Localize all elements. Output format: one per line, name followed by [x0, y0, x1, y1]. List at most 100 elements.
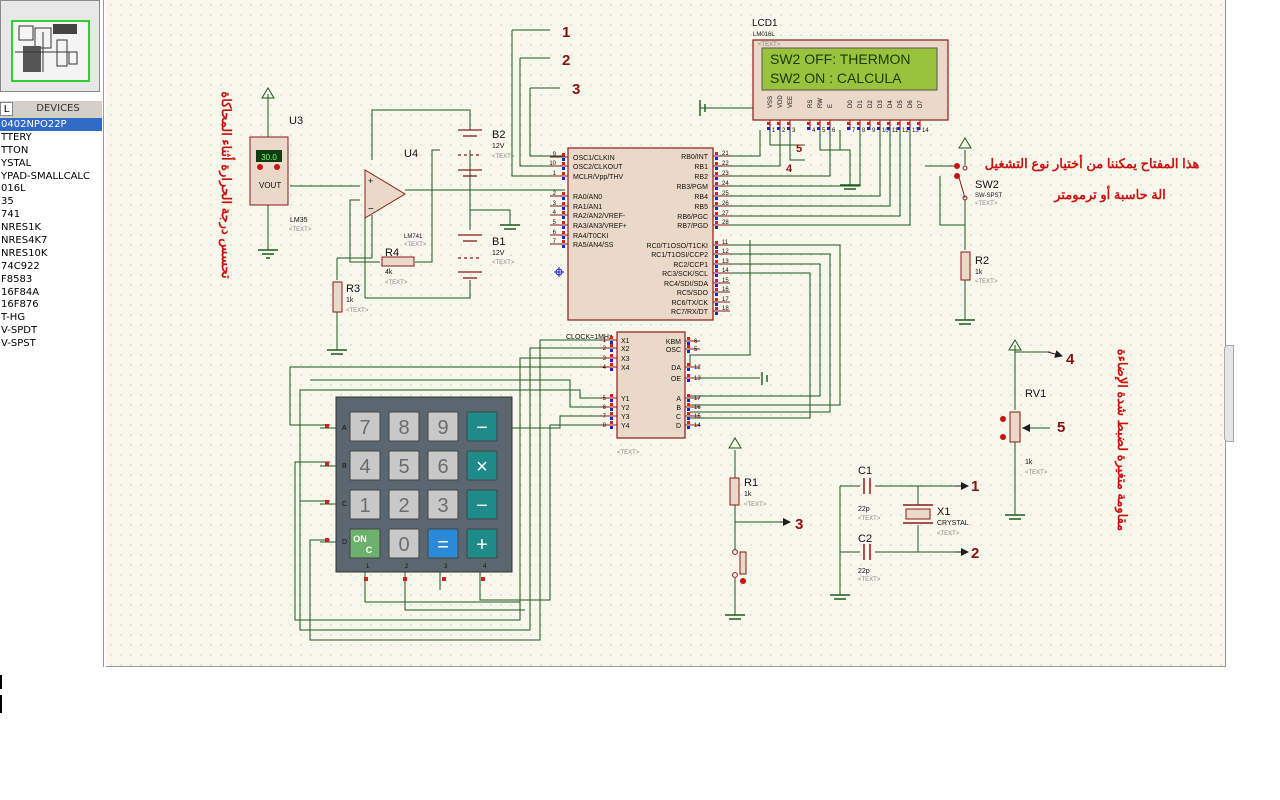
encoder-pin-name: OE — [671, 376, 681, 383]
svg-text:4: 4 — [786, 163, 793, 175]
keypad-key[interactable]: × — [466, 450, 498, 481]
encoder-pin-number: 17 — [694, 396, 701, 402]
mcu-pin-number: 24 — [722, 181, 729, 187]
svg-text:5: 5 — [796, 143, 802, 155]
svg-text:<TEXT>: <TEXT> — [346, 308, 369, 314]
mcu-pin-name: RC1/T1OSI/CCP2 — [651, 252, 708, 259]
pushbutton-reset[interactable] — [732, 549, 747, 584]
pic16f876-mcu[interactable]: OSC1/CLKIN9OSC2/CLKOUT10MCLR/Vpp/THV1RA0… — [549, 147, 730, 321]
keypad-key[interactable]: − — [466, 411, 498, 442]
svg-text:3: 3 — [572, 81, 580, 98]
device-list-item[interactable]: 35 — [1, 196, 14, 208]
keypad-col-label: 2 — [405, 564, 409, 570]
overview-viewport-frame[interactable] — [11, 20, 90, 82]
resistor-r4[interactable] — [381, 256, 415, 267]
lcd-pin-number: 7 — [852, 128, 856, 134]
device-list-item[interactable]: 16F84A — [1, 286, 40, 298]
svg-text:<TEXT>: <TEXT> — [744, 502, 767, 508]
keypad-row-label: A — [342, 425, 347, 432]
u3-part: LM35 — [290, 217, 308, 224]
tab-devices[interactable]: DEVICES — [15, 102, 101, 116]
tab-pick[interactable]: L — [0, 102, 13, 116]
potentiometer-rv1[interactable] — [1000, 411, 1040, 443]
mcu-pin-name: RA4/T0CKI — [573, 233, 608, 240]
resistor-r3[interactable] — [332, 281, 343, 313]
lm35-sensor[interactable]: 30.0 VOUT — [249, 136, 289, 206]
device-list-item[interactable]: 0402NPO22P — [0, 118, 102, 131]
lcd-pin-name: D3 — [878, 100, 884, 108]
switch-sw2[interactable] — [954, 163, 968, 201]
keypad-key[interactable]: + — [466, 528, 498, 559]
lcd-pin-number: 6 — [832, 128, 836, 134]
lcd-module[interactable]: SW2 OFF: THERMON SW2 ON : CALCULA VSS1VD… — [752, 39, 949, 134]
lcd-pin-name: VEE — [788, 96, 794, 108]
keypad-key[interactable]: ONC — [349, 528, 381, 559]
encoder-text-tag: <TEXT> — [617, 450, 640, 456]
device-list-item[interactable]: NRES10K — [1, 247, 48, 259]
keypad-key[interactable]: 5 — [388, 450, 420, 481]
keypad-key[interactable]: 3 — [427, 489, 459, 520]
svg-text:−: − — [368, 204, 374, 215]
mcu-pins: OSC1/CLKIN9OSC2/CLKOUT10MCLR/Vpp/THV1RA0… — [549, 151, 730, 316]
device-list-item[interactable]: YSTAL — [1, 157, 32, 169]
device-list-item[interactable]: V-SPST — [1, 338, 36, 350]
temp-up-button[interactable] — [274, 164, 280, 170]
keypad-key-label: + — [476, 534, 488, 556]
battery-b1[interactable] — [458, 234, 482, 279]
keypad-key[interactable]: − — [466, 489, 498, 520]
device-list-item[interactable]: NRES1K — [1, 222, 42, 234]
device-list-item[interactable]: TTERY — [1, 131, 32, 143]
crystal-x1[interactable] — [903, 504, 933, 524]
overview-window[interactable] — [0, 0, 100, 92]
grounds — [258, 100, 1025, 620]
temp-down-button[interactable] — [257, 164, 263, 170]
device-list-item[interactable]: YPAD-SMALLCALC — [1, 170, 90, 182]
mcu-pin-name: MCLR/Vpp/THV — [573, 174, 624, 181]
resistor-r2[interactable] — [960, 251, 971, 281]
encoder-pin-number: 5 — [603, 396, 607, 402]
mcu-pin-number: 5 — [553, 220, 557, 226]
lm741-opamp[interactable]: + − — [364, 169, 406, 219]
capacitor-c1[interactable] — [863, 478, 871, 494]
encoder-pin-name: Y2 — [621, 405, 630, 412]
keypad-key[interactable]: 4 — [349, 450, 381, 481]
lcd-pin-name: D7 — [918, 100, 924, 108]
battery-b2[interactable] — [458, 129, 482, 177]
lcd-pin-number: 3 — [792, 128, 796, 134]
keypad-key[interactable]: 1 — [349, 489, 381, 520]
capacitor-c2[interactable] — [863, 544, 871, 560]
encoder-pin-name: B — [676, 405, 681, 412]
encoder-pin-number: 2 — [603, 346, 607, 352]
device-list-item[interactable]: 741 — [1, 209, 21, 221]
device-list-item[interactable]: V-SPDT — [1, 325, 38, 337]
keypad-key[interactable]: = — [427, 528, 459, 559]
device-list-item[interactable]: T-HG — [1, 312, 26, 324]
keypad-key-label: C — [366, 545, 373, 555]
keypad-key-label: 7 — [359, 417, 370, 439]
keypad-key[interactable]: 2 — [388, 489, 420, 520]
device-list-item[interactable]: NRES4K7 — [1, 235, 48, 247]
keypad-key-label: = — [437, 534, 449, 556]
keypad-key[interactable]: 7 — [349, 411, 381, 442]
schematic-svg[interactable]: SW2 OFF: THERMON SW2 ON : CALCULA VSS1VD… — [106, 0, 1226, 667]
device-list-item[interactable]: TTON — [1, 144, 29, 156]
device-list-item[interactable]: 16F876 — [1, 299, 39, 311]
svg-text:3: 3 — [795, 516, 803, 533]
resistor-r1[interactable] — [729, 477, 740, 506]
right-panel-handle[interactable] — [1224, 345, 1234, 442]
encoder-pin-number: 8 — [603, 423, 607, 429]
keypad-key[interactable]: 6 — [427, 450, 459, 481]
mcu-pin-name: OSC2/CLKOUT — [573, 164, 623, 171]
device-list-item[interactable]: F8583 — [1, 273, 33, 285]
keypad-key[interactable]: 0 — [388, 528, 420, 559]
device-list-item[interactable]: 016L — [1, 183, 26, 195]
keypad-key[interactable]: 9 — [427, 411, 459, 442]
mcu-pin-number: 22 — [722, 161, 729, 167]
device-list-item[interactable]: 74C922 — [1, 260, 40, 272]
keypad-key[interactable]: 8 — [388, 411, 420, 442]
r2-label: R2 — [975, 255, 989, 267]
